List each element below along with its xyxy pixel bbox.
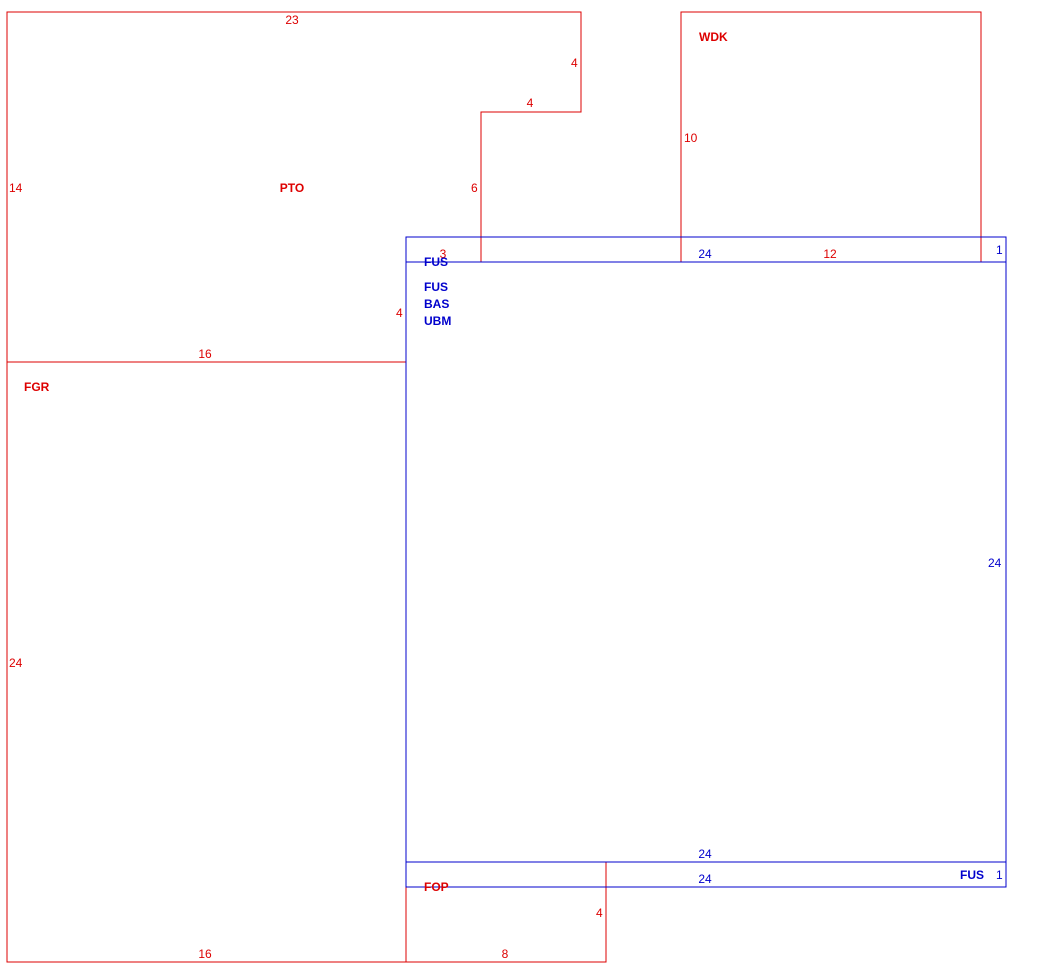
pto-code: PTO [280,181,304,195]
fus-top-strip-dimension-right: 1 [996,243,1003,257]
fus-top-strip-dimension-left: 3 [440,247,447,261]
fus-bottom-strip-dimension-bottom: 24 [698,872,712,886]
pto-dimension-inner-right: 6 [471,181,478,195]
fgr-outline[interactable] [6,361,407,963]
fop-dimension-right: 4 [596,906,603,920]
pto-dimension-notch-bottom: 4 [527,96,534,110]
pto-dimension-left: 14 [9,181,23,195]
fgr-dimension-bottom: 16 [198,947,212,961]
main-block-dimension-left: 4 [396,306,403,320]
main-block-outline[interactable] [405,261,1007,863]
wdk-code: WDK [699,30,728,44]
fus-top-strip-code: FUS [424,255,448,269]
fus-bottom-strip-outline[interactable] [405,861,1007,888]
main-block-code-2: BAS [424,297,449,311]
fus-bottom-strip-code: FUS [960,868,984,882]
main-block-code-3: UBM [424,314,451,328]
fus-top-strip-dimension-top: 24 [698,247,712,261]
main-block-dimension-bottom: 24 [698,847,712,861]
main-block-code-1: FUS [424,280,448,294]
fgr-code: FGR [24,380,50,394]
pto-dimension-top: 23 [285,13,299,27]
fgr-dimension-top: 16 [198,347,212,361]
wdk-dimension-bottom: 12 [823,247,837,261]
fus-bottom-strip-dimension-right: 1 [996,868,1003,882]
fop-code: FOP [424,880,449,894]
fgr-dimension-left: 24 [9,656,23,670]
wdk-dimension-left: 10 [684,131,698,145]
fop-dimension-bottom: 8 [502,947,509,961]
main-block-dimension-right: 24 [988,556,1002,570]
wdk-outline[interactable] [680,11,982,263]
pto-dimension-notch-right: 4 [571,56,578,70]
